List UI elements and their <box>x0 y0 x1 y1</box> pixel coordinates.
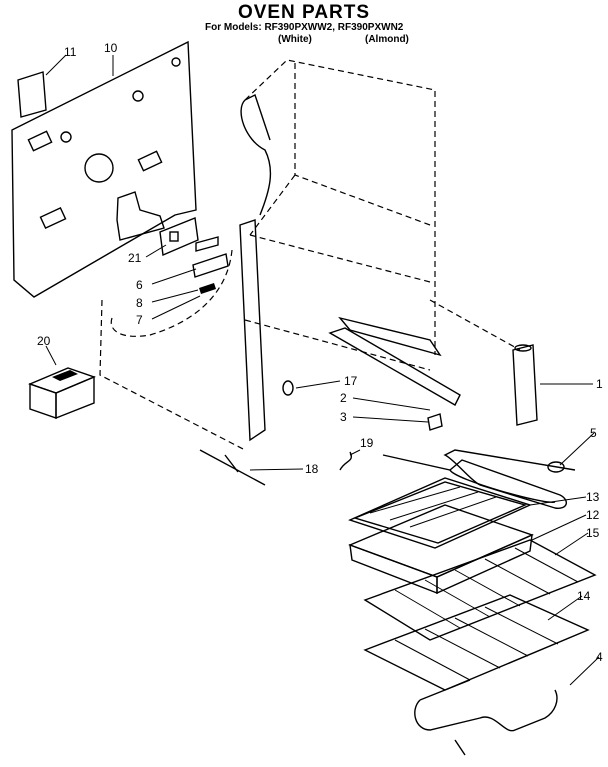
callout-11: 11 <box>64 45 77 59</box>
part-15-upper-rack <box>363 539 597 641</box>
part-1-side-bracket <box>512 344 538 426</box>
callout-18: 18 <box>305 462 319 476</box>
callout-10: 10 <box>104 41 118 55</box>
part-8-clip <box>199 283 216 294</box>
callout-19: 19 <box>360 436 374 450</box>
callout-12: 12 <box>586 508 600 522</box>
part-5-bake-element <box>382 449 576 509</box>
callout-15: 15 <box>586 526 600 540</box>
model-numbers: For Models: RF390PXWW2, RF390PXWN2 <box>205 22 404 33</box>
callout-14: 14 <box>577 589 591 603</box>
callout-6: 6 <box>136 278 143 292</box>
callout-3: 3 <box>340 410 347 424</box>
part-21-bracket <box>159 217 219 257</box>
variant-white: (White) <box>278 34 312 45</box>
callout-20: 20 <box>37 334 51 348</box>
callout-1: 1 <box>596 377 603 391</box>
callout-2: 2 <box>340 391 347 405</box>
leader-dashed-7 <box>110 249 233 337</box>
oven-cavity-frame <box>99 59 521 451</box>
part-4-broil-element <box>414 679 558 756</box>
callout-7: 7 <box>136 313 143 327</box>
part-6-block <box>192 253 229 278</box>
callout-13: 13 <box>586 490 600 504</box>
part-11-cover-plate <box>17 71 47 118</box>
part-3-clip <box>427 413 443 431</box>
callout-21: 21 <box>128 251 142 265</box>
part-12-broiler-pan <box>348 504 534 595</box>
part-10-rear-panel <box>11 40 197 298</box>
part-13-broiler-insert <box>348 477 532 549</box>
part-18-sensor <box>199 449 266 486</box>
part-19-spring-clip <box>339 451 352 471</box>
part-17-grommet <box>282 380 294 396</box>
variant-almond: (Almond) <box>365 34 409 45</box>
callout-8: 8 <box>136 296 143 310</box>
side-frame <box>239 94 272 442</box>
part-2-bottom-rail <box>328 316 461 406</box>
part-14-lower-rack <box>363 594 590 691</box>
callout-labels: 11 10 21 6 8 7 20 17 2 3 1 5 19 18 13 12… <box>37 41 603 664</box>
callout-4: 4 <box>596 650 603 664</box>
callout-5: 5 <box>590 426 597 440</box>
leader-lines <box>45 54 600 686</box>
callout-17: 17 <box>344 374 358 388</box>
part-20-box <box>28 367 96 420</box>
page-title: OVEN PARTS <box>237 2 371 23</box>
